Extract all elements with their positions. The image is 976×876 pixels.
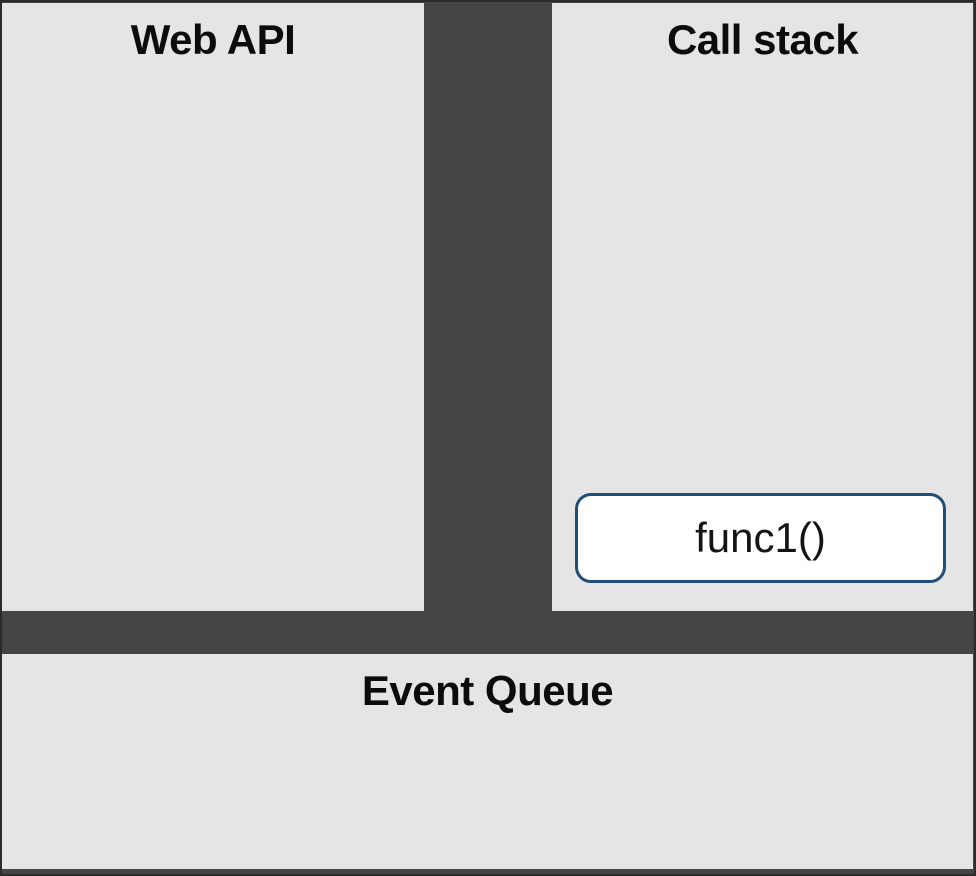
stack-frame-func1: func1() (575, 493, 946, 583)
stack-frame-label: func1() (695, 514, 826, 561)
call-stack-panel: Call stack func1() (552, 3, 973, 611)
event-queue-title: Event Queue (361, 667, 614, 714)
call-stack-title: Call stack (666, 16, 859, 63)
web-api-title: Web API (130, 16, 296, 63)
web-api-panel: Web API (2, 3, 424, 611)
event-queue-panel: Event Queue (2, 654, 973, 869)
